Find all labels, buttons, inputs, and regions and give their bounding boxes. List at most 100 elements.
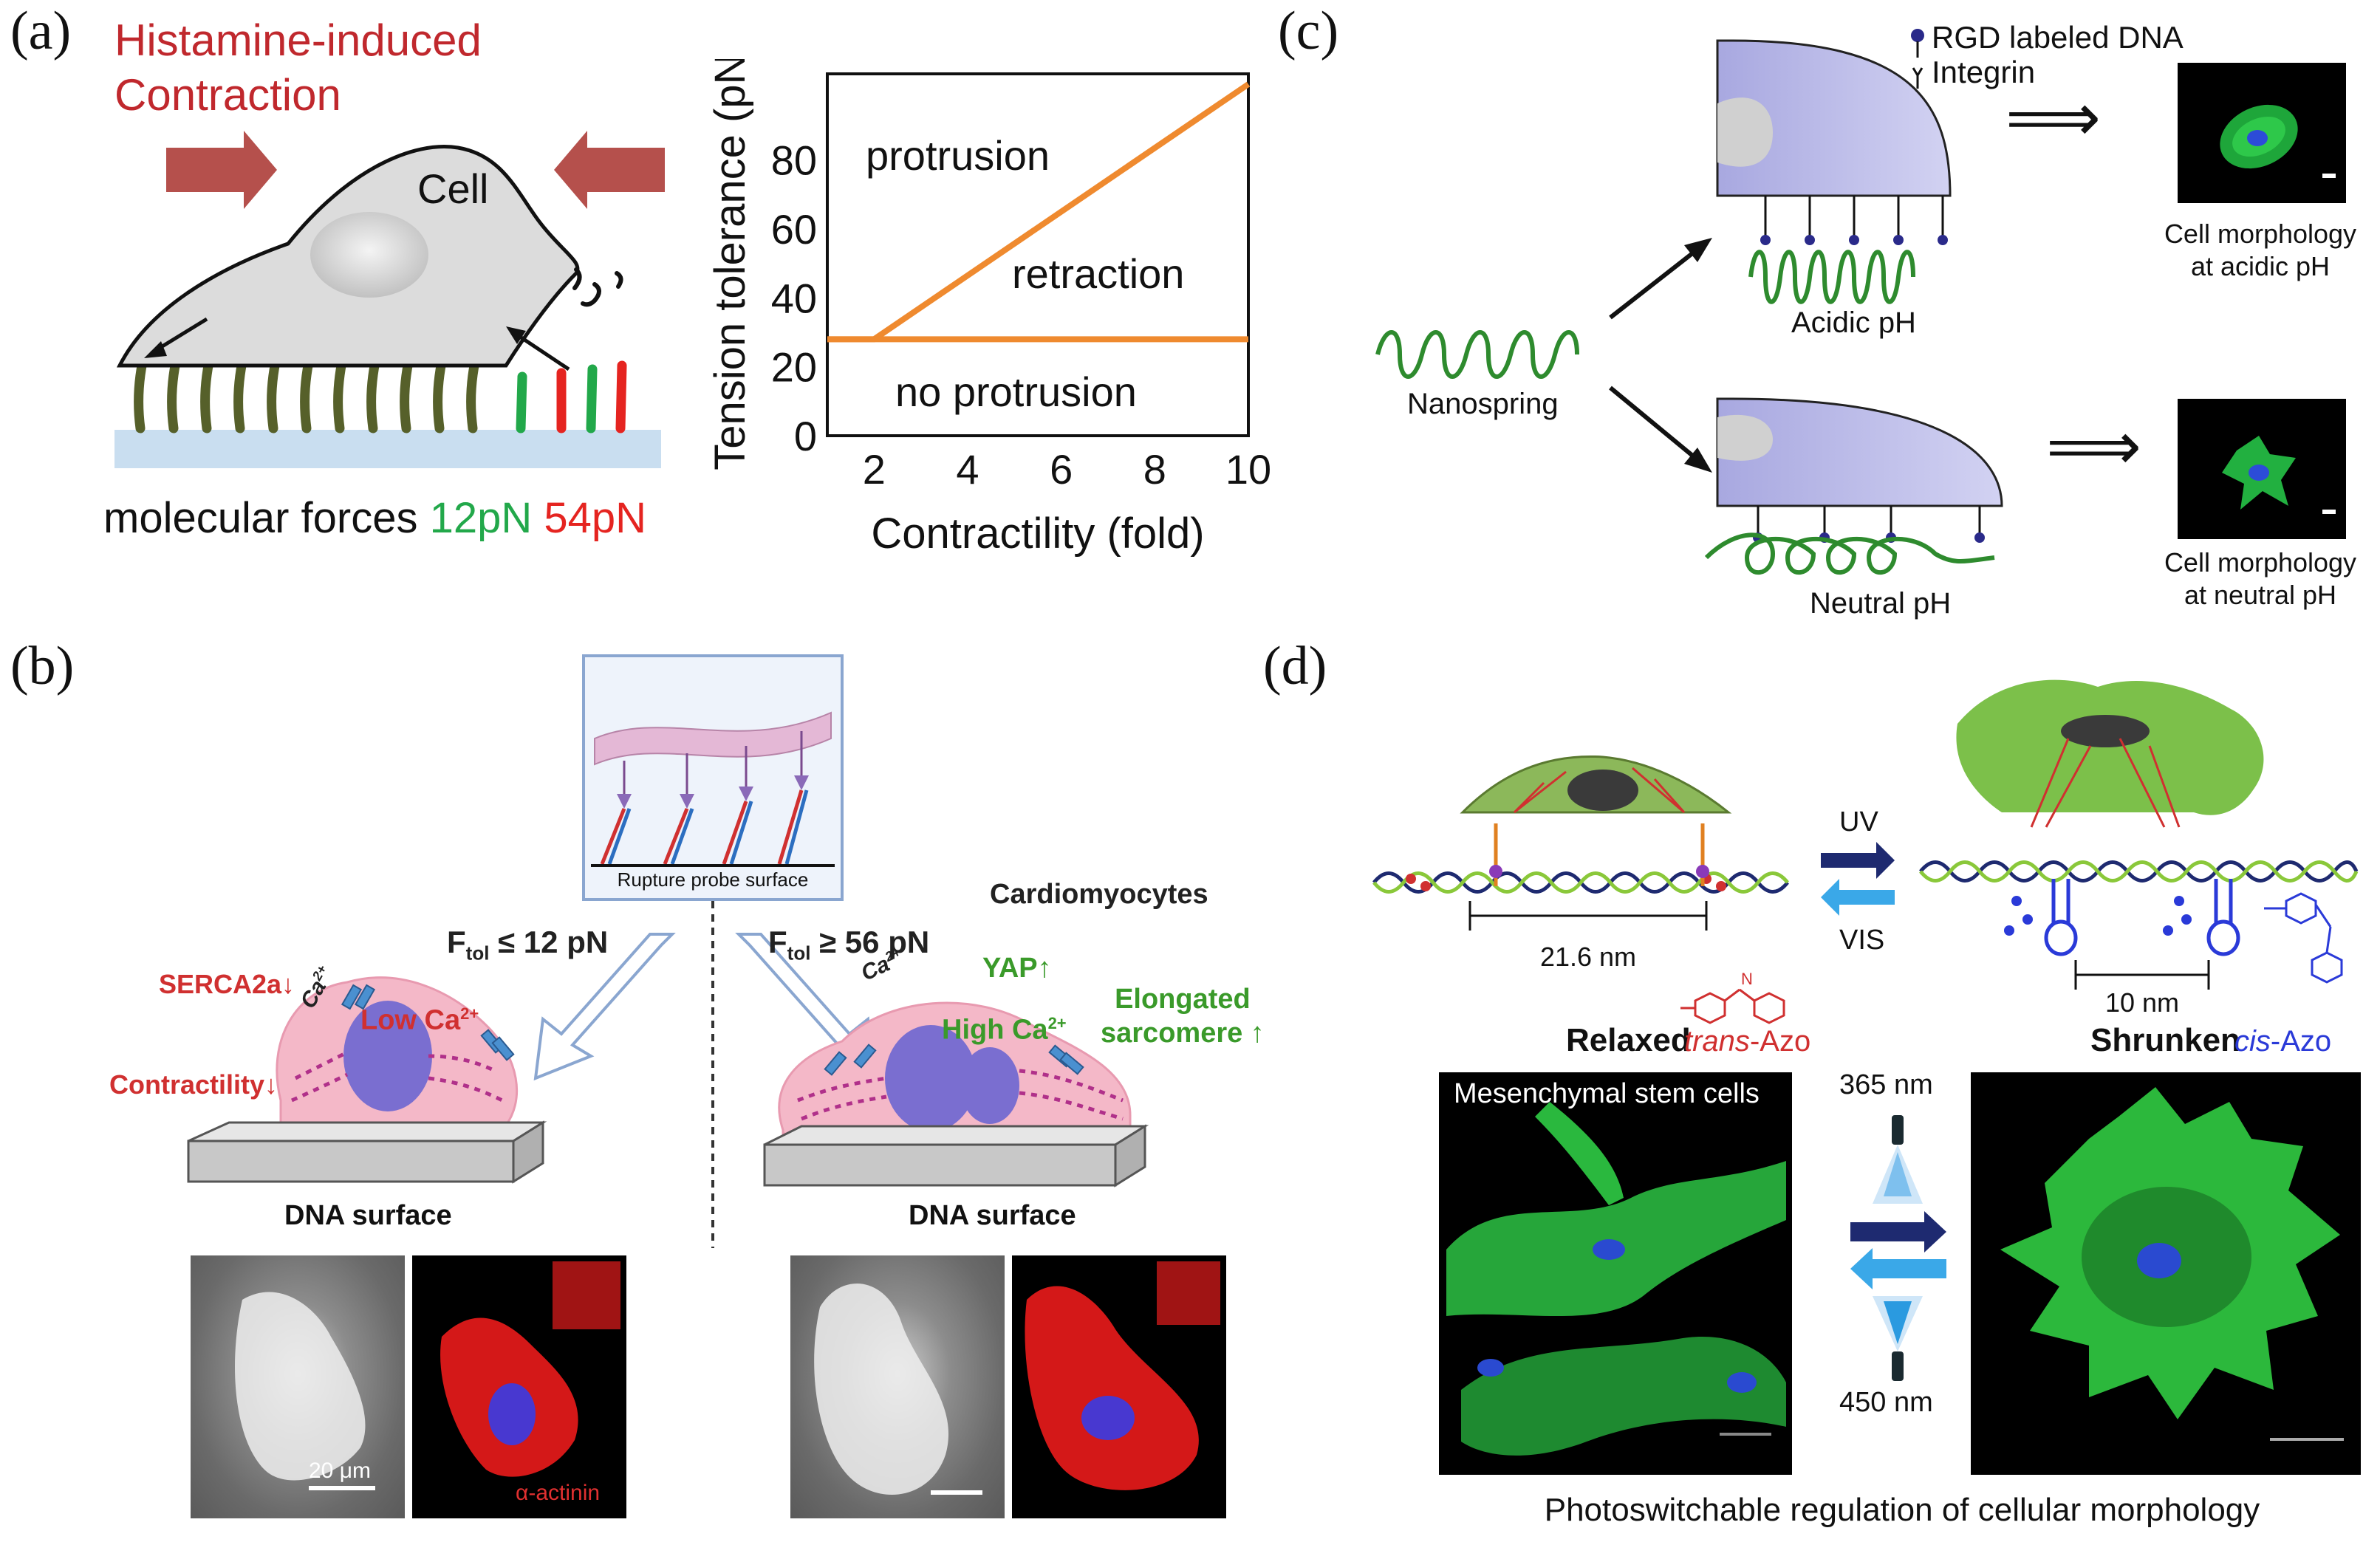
acidic-ph-label: Acidic pH (1791, 306, 1916, 339)
panel-d-label: (d) (1263, 636, 1327, 696)
distance-shrunken: 10 nm (2105, 987, 2179, 1018)
substrate (114, 430, 661, 468)
retraction-arrow-right (512, 330, 570, 371)
serca-label: SERCA2a↓ (159, 969, 295, 999)
y-tick-label: 40 (771, 275, 817, 321)
cond-right-sub: tol (787, 942, 811, 964)
uv-arrow (1821, 842, 1895, 879)
cis-azo-label: cis-Azo (2234, 1025, 2331, 1058)
actinin-right (1012, 1255, 1226, 1518)
panel-a-title-line2: Contraction (114, 70, 341, 120)
nanospring-icon (1375, 330, 1579, 379)
chart-annotation-protrusion: protrusion (866, 132, 1050, 179)
low-ca-sup: 2+ (460, 1004, 479, 1023)
force-low: 12pN (429, 494, 533, 542)
cond-left-sub: tol (465, 942, 490, 964)
chart-series-line-1 (827, 81, 1251, 343)
cell-label: Cell (417, 165, 488, 212)
cell-acidic (1716, 39, 1952, 197)
x-tick-label: 2 (863, 446, 886, 493)
uv-arrow-center (1850, 1211, 1946, 1253)
x-tick-label: 10 (1225, 446, 1271, 493)
nucleus-left (343, 1001, 432, 1111)
msc-relaxed-micrograph: Mesenchymal stem cells (1439, 1072, 1792, 1475)
uv-label: UV (1839, 806, 1878, 837)
elongated-line2: sarcomere ↑ (1101, 1018, 1265, 1049)
low-ca-label: Low Ca2+ (360, 1004, 479, 1037)
high-ca-label: High Ca2+ (942, 1014, 1067, 1046)
light-switch-icons (1850, 1115, 1946, 1381)
contraction-arrow-left (166, 131, 277, 209)
dna-surface-left-block (187, 1140, 515, 1183)
actinin-left: α-actinin (412, 1255, 626, 1518)
dna-surface-right-block (763, 1143, 1117, 1187)
nanospring-label: Nanospring (1407, 388, 1559, 420)
y-tick-label: 0 (794, 413, 817, 459)
relaxed-label: Relaxed (1566, 1022, 1691, 1058)
nucleus (310, 212, 428, 298)
yap-label: YAP↑ (982, 953, 1052, 984)
probe-caption: Rupture probe surface (618, 868, 809, 891)
cond-left-rest: ≤ 12 pN (489, 925, 609, 959)
legend-rgd-dna: RGD labeled DNA (1932, 20, 2184, 55)
nucleus-right-2 (960, 1047, 1019, 1124)
chart-annotation-no-protrusion: no protrusion (895, 369, 1137, 415)
neutral-ph-label: Neutral pH (1810, 587, 1951, 620)
cardiomyocytes-title: Cardiomyocytes (990, 879, 1208, 910)
cardiomyocyte-diagram: Rupture probe surface (187, 654, 1149, 1248)
y-tick-label: 80 (771, 137, 817, 184)
chart-annotation-retraction: retraction (1012, 250, 1184, 297)
scale-bar-label: 20 μm (309, 1459, 371, 1483)
molecular-forces-caption: molecular forces 12pN 54pN (103, 493, 646, 543)
msc-label: Mesenchymal stem cells (1454, 1078, 1760, 1109)
vis-arrow-center (1850, 1248, 1946, 1289)
nucleus-right-1 (885, 1025, 977, 1131)
dna-surface-right-label: DNA surface (909, 1200, 1076, 1231)
brightfield-right (790, 1255, 1005, 1518)
y-tick-label: 60 (771, 206, 817, 253)
panel-a-title: Histamine-induced Contraction (114, 13, 482, 123)
morphology-acidic-caption: Cell morphology at acidic pH (2135, 218, 2380, 283)
vis-label: VIS (1839, 925, 1884, 956)
shrunken-cell (1956, 679, 2264, 815)
msc-shrunken-micrograph (1971, 1072, 2361, 1475)
condition-right: Ftol ≥ 56 pN (768, 925, 929, 964)
chart-frame (826, 72, 1250, 437)
compressed-spring (1748, 250, 1915, 304)
micrograph-neutral (2178, 399, 2346, 539)
elongated-sarcomere-label: Elongated sarcomere ↑ (1101, 982, 1265, 1050)
implies-neutral: ⟹ (2046, 410, 2141, 484)
morph-neutral-line2: at neutral pH (2184, 580, 2337, 610)
forces-prefix: molecular forces (103, 494, 418, 542)
condition-left: Ftol ≤ 12 pN (447, 925, 608, 964)
force-high: 54pN (544, 494, 647, 542)
cond-right-rest: ≥ 56 pN (810, 925, 930, 959)
panel-a-title-line1: Histamine-induced (114, 16, 482, 65)
acidic-linkers (1764, 196, 1944, 236)
legend-integrin: Integrin (1932, 55, 2035, 89)
tethers (134, 357, 627, 434)
morph-acidic-line2: at acidic pH (2190, 251, 2331, 281)
y-tick-label: 20 (771, 344, 817, 391)
panel-a-label: (a) (10, 1, 72, 61)
stain-label: α-actinin (516, 1481, 601, 1505)
elongated-line1: Elongated (1115, 984, 1251, 1015)
chart-ylabel: Tension tolerance (pN) (706, 59, 754, 470)
broken-bond-marks (572, 267, 623, 307)
arrow-left-condition (533, 933, 676, 1081)
cond-right-prefix: F (768, 925, 787, 959)
high-ca-text: High Ca (942, 1014, 1048, 1046)
distance-relaxed: 21.6 nm (1540, 942, 1636, 972)
nanospring-diagram: RGD labeled DNA Integrin Nanospring Acid… (1375, 20, 2184, 620)
svg-text:N: N (1741, 970, 1753, 988)
x-tick-label: 6 (1050, 446, 1073, 493)
x-tick-label: 4 (956, 446, 979, 493)
cond-left-prefix: F (447, 925, 466, 959)
panel-c-label: (c) (1278, 1, 1339, 61)
high-ca-sup: 2+ (1047, 1014, 1067, 1032)
azo-dna-diagram: 21.6 nm N Relaxed trans-Azo UV VIS 10 nm… (1372, 679, 2359, 1058)
chart-xlabel: Contractility (fold) (871, 510, 1204, 558)
micrograph-acidic (2178, 63, 2346, 203)
cell-neutral (1716, 397, 2003, 507)
